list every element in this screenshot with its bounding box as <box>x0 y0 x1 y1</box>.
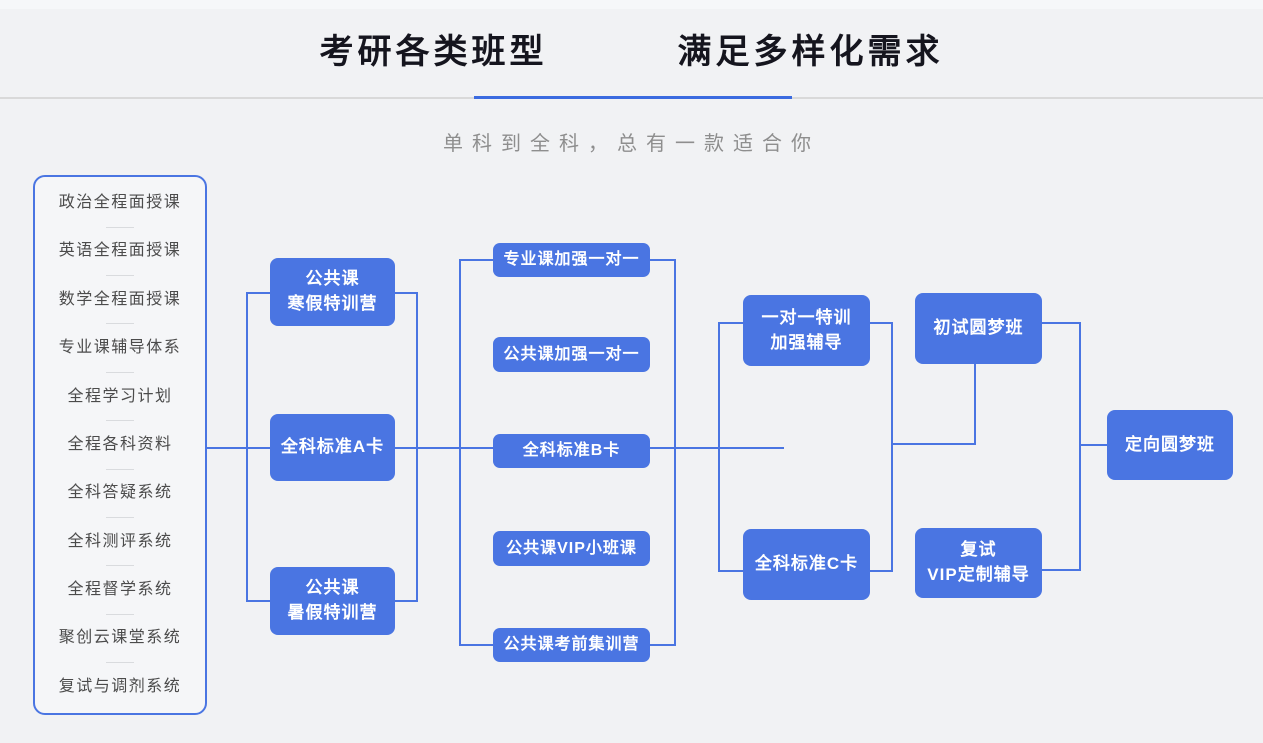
course-services-panel: 政治全程面授课 英语全程面授课 数学全程面授课 专业课辅导体系 全程学习计划 全… <box>33 175 207 715</box>
node-public-summer-camp[interactable]: 公共课 暑假特训营 <box>270 567 395 635</box>
list-item: 聚创云课堂系统 <box>58 629 182 647</box>
list-item: 全程学习计划 <box>67 387 173 405</box>
list-item: 全科答疑系统 <box>67 484 173 502</box>
node-retest-vip-custom-coaching[interactable]: 复试 VIP定制辅导 <box>915 528 1042 598</box>
list-divider <box>106 516 134 518</box>
node-targeted-dream-class[interactable]: 定向圆梦班 <box>1107 410 1233 480</box>
list-item: 复试与调剂系统 <box>58 677 182 695</box>
node-public-pre-exam-camp[interactable]: 公共课考前集训营 <box>493 628 650 662</box>
list-divider <box>106 613 134 615</box>
list-divider <box>106 662 134 664</box>
list-divider <box>106 371 134 373</box>
list-item: 英语全程面授课 <box>58 242 182 260</box>
page-title-left: 考研各类班型 <box>319 33 548 71</box>
list-item: 政治全程面授课 <box>58 194 182 211</box>
node-1on1-intensive-coaching[interactable]: 一对一特训 加强辅导 <box>743 295 870 366</box>
header-underline <box>474 96 792 99</box>
node-public-course-1on1[interactable]: 公共课加强一对一 <box>493 337 650 372</box>
node-public-winter-camp[interactable]: 公共课 寒假特训营 <box>270 258 395 326</box>
list-item: 数学全程面授课 <box>58 290 182 308</box>
list-divider <box>106 226 134 228</box>
list-divider <box>106 565 134 567</box>
list-divider <box>106 275 134 277</box>
page-subtitle: 单科到全科，总有一款适合你 <box>443 133 820 155</box>
node-full-standard-c[interactable]: 全科标准C卡 <box>743 529 870 600</box>
list-divider <box>106 420 134 422</box>
list-item: 专业课辅导体系 <box>58 339 182 357</box>
node-public-vip-small-class[interactable]: 公共课VIP小班课 <box>493 531 650 566</box>
top-strip <box>0 0 1263 9</box>
page-title: 考研各类班型 满足多样化需求 <box>0 24 1263 73</box>
node-full-standard-a[interactable]: 全科标准A卡 <box>270 414 395 481</box>
node-first-exam-dream-class[interactable]: 初试圆梦班 <box>915 293 1042 364</box>
page-title-right: 满足多样化需求 <box>677 33 944 71</box>
list-divider <box>106 323 134 325</box>
node-full-standard-b[interactable]: 全科标准B卡 <box>493 434 650 468</box>
list-divider <box>106 468 134 470</box>
node-major-course-1on1[interactable]: 专业课加强一对一 <box>493 243 650 277</box>
list-item: 全程各科资料 <box>67 435 173 453</box>
list-item: 全科测评系统 <box>67 532 173 550</box>
list-item: 全程督学系统 <box>67 581 173 598</box>
